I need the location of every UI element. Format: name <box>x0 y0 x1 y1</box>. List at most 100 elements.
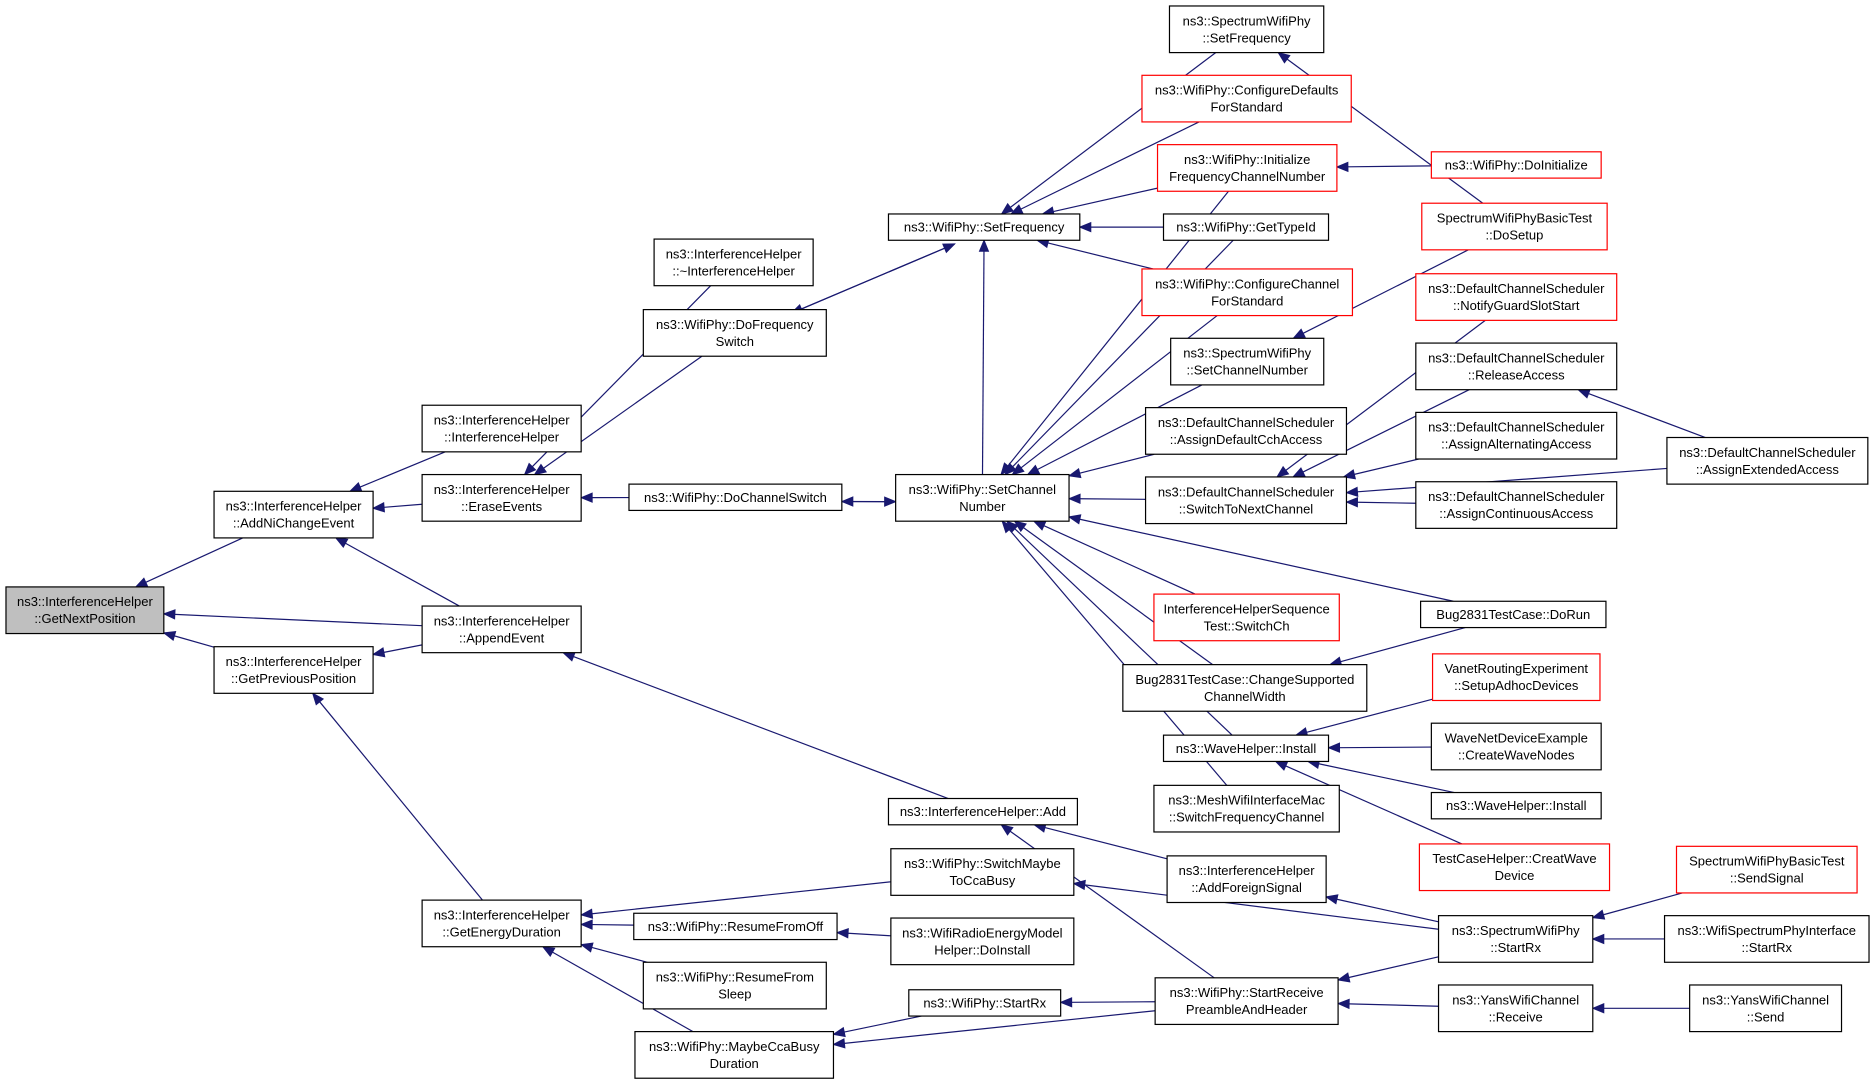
call-edge <box>134 537 243 588</box>
node-label: ns3::WifiPhy::GetTypeId <box>1176 220 1315 235</box>
call-edge <box>1336 998 1439 1010</box>
call-edge <box>1000 52 1217 215</box>
node-label: ::NotifyGuardSlotStart <box>1453 298 1580 313</box>
graph-node-n17[interactable]: ns3::WifiRadioEnergyModelHelper::DoInsta… <box>890 917 1075 966</box>
call-edge <box>1067 514 1454 602</box>
node-label: ns3::WifiPhy::DoFrequency <box>656 317 814 332</box>
call-edge <box>835 928 891 939</box>
graph-node-n7[interactable]: ns3::InterferenceHelper::~InterferenceHe… <box>653 238 814 287</box>
graph-node-n38[interactable]: ns3::DefaultChannelScheduler::AssignCont… <box>1415 481 1618 529</box>
call-edge <box>978 238 990 475</box>
graph-node-n21[interactable]: ns3::WifiPhy::InitializeFrequencyChannel… <box>1156 144 1338 192</box>
node-label: ns3::WifiPhy::DoInitialize <box>1445 157 1588 172</box>
graph-node-n23[interactable]: ns3::WifiPhy::ConfigureChannelForStandar… <box>1141 268 1354 317</box>
arrowhead-icon <box>579 908 594 919</box>
call-edge <box>1067 453 1155 479</box>
graph-node-n14[interactable]: ns3::WifiPhy::SetChannelNumber <box>895 473 1070 522</box>
graph-node-n29[interactable]: ns3::WaveHelper::Install <box>1162 734 1330 763</box>
node-label: ::AddForeignSignal <box>1191 880 1302 895</box>
graph-node-n37[interactable]: ns3::DefaultChannelScheduler::AssignAlte… <box>1415 411 1618 460</box>
graph-node-n5[interactable]: ns3::InterferenceHelper::AppendEvent <box>421 605 582 654</box>
graph-node-n47[interactable]: SpectrumWifiPhyBasicTest::SendSignal <box>1675 845 1858 894</box>
node-box <box>642 961 827 1010</box>
graph-node-n2[interactable]: ns3::InterferenceHelper::GetPreviousPosi… <box>213 646 374 694</box>
node-label: ns3::MeshWifiInterfaceMac <box>1168 793 1325 808</box>
graph-node-n46[interactable]: ns3::DefaultChannelScheduler::AssignExte… <box>1666 436 1869 485</box>
edge-line <box>384 503 423 508</box>
node-label: ns3::WifiPhy::ConfigureChannel <box>1155 276 1339 291</box>
graph-node-n13[interactable]: ns3::WifiPhy::SetFrequency <box>887 213 1081 241</box>
arrowhead-icon <box>523 462 537 476</box>
edge-line <box>801 243 955 310</box>
call-edge <box>1041 187 1158 217</box>
graph-node-n6[interactable]: ns3::InterferenceHelper::GetEnergyDurati… <box>421 899 582 948</box>
graph-node-n19[interactable]: ns3::SpectrumWifiPhy::SetFrequency <box>1168 5 1325 54</box>
graph-node-n3[interactable]: ns3::InterferenceHelper::InterferenceHel… <box>421 404 582 453</box>
node-box <box>887 213 1081 241</box>
graph-node-n40[interactable]: VanetRoutingExperiment::SetupAdhocDevice… <box>1431 653 1601 702</box>
graph-node-n9[interactable]: ns3::WifiPhy::DoChannelSwitch <box>628 483 843 512</box>
graph-node-n1[interactable]: ns3::InterferenceHelper::AddNiChangeEven… <box>213 490 374 539</box>
edge-line <box>552 951 694 1033</box>
call-edge <box>1011 315 1218 476</box>
arrowhead-icon <box>840 496 854 507</box>
graph-node-n44[interactable]: ns3::SpectrumWifiPhy::StartRx <box>1437 915 1594 963</box>
graph-node-n36[interactable]: ns3::DefaultChannelScheduler::ReleaseAcc… <box>1415 342 1618 391</box>
edge-line <box>1079 518 1454 602</box>
node-label: ns3::DefaultChannelScheduler <box>1158 484 1335 499</box>
graph-node-n34[interactable]: SpectrumWifiPhyBasicTest::DoSetup <box>1421 202 1608 251</box>
graph-node-n31[interactable]: ns3::InterferenceHelper::AddForeignSigna… <box>1166 855 1327 904</box>
graph-node-n18[interactable]: ns3::WifiPhy::StartRx <box>908 989 1062 1017</box>
edge-line <box>1354 458 1419 475</box>
graph-node-n49[interactable]: ns3::YansWifiChannel::Send <box>1689 984 1843 1033</box>
graph-node-n25[interactable]: ns3::DefaultChannelScheduler::AssignDefa… <box>1144 407 1348 455</box>
edge-line <box>844 1010 1156 1044</box>
node-box <box>1430 722 1602 771</box>
graph-node-n22[interactable]: ns3::WifiPhy::GetTypeId <box>1162 213 1330 241</box>
call-edge <box>1032 520 1196 595</box>
arrowhead-icon <box>533 463 548 476</box>
arrowhead-icon <box>1026 464 1041 476</box>
graph-node-n42[interactable]: ns3::WaveHelper::Install <box>1430 791 1602 820</box>
node-label: ns3::InterferenceHelper <box>434 413 571 428</box>
graph-node-n0[interactable]: ns3::InterferenceHelper::GetNextPosition <box>5 586 165 635</box>
edge-line <box>543 355 703 469</box>
node-box <box>1437 915 1594 963</box>
graph-node-n26[interactable]: ns3::DefaultChannelScheduler::SwitchToNe… <box>1144 476 1348 525</box>
graph-node-n28[interactable]: Bug2831TestCase::ChangeSupportedChannelW… <box>1122 664 1368 712</box>
call-edge <box>1328 626 1466 667</box>
edge-line <box>981 251 985 475</box>
graph-node-n30[interactable]: ns3::MeshWifiInterfaceMac::SwitchFrequen… <box>1153 784 1340 833</box>
graph-node-n20[interactable]: ns3::WifiPhy::ConfigureDefaultsForStanda… <box>1141 74 1352 123</box>
graph-node-n4[interactable]: ns3::InterferenceHelper::EraseEvents <box>421 473 582 522</box>
graph-node-n33[interactable]: ns3::WifiPhy::DoInitialize <box>1430 151 1602 179</box>
graph-node-n15[interactable]: ns3::InterferenceHelper::Add <box>887 797 1079 826</box>
edge-line <box>1306 698 1433 733</box>
node-label: ::GetEnergyDuration <box>442 924 561 939</box>
arrowhead-icon <box>1032 520 1047 531</box>
graph-node-n48[interactable]: ns3::WifiSpectrumPhyInterface::StartRx <box>1663 915 1870 963</box>
graph-node-n24[interactable]: ns3::SpectrumWifiPhy::SetChannelNumber <box>1170 337 1325 386</box>
edge-line <box>1347 165 1432 168</box>
arrowhead-icon <box>371 647 386 658</box>
graph-node-n32[interactable]: ns3::WifiPhy::StartReceivePreambleAndHea… <box>1154 977 1339 1026</box>
graph-node-n41[interactable]: WaveNetDeviceExample::CreateWaveNodes <box>1430 722 1602 771</box>
graph-node-n39[interactable]: Bug2831TestCase::DoRun <box>1419 600 1607 629</box>
call-edge <box>1274 760 1463 845</box>
arrowhead-icon <box>311 692 325 706</box>
call-edge <box>579 881 891 919</box>
node-label: ::~InterferenceHelper <box>672 263 795 278</box>
arrowhead-icon <box>1000 202 1014 215</box>
call-edge <box>1591 1003 1690 1014</box>
graph-node-n35[interactable]: ns3::DefaultChannelScheduler::NotifyGuar… <box>1415 273 1618 321</box>
graph-node-n10[interactable]: ns3::WifiPhy::ResumeFromOff <box>633 912 838 941</box>
call-edge <box>1013 520 1213 666</box>
graph-node-n45[interactable]: ns3::YansWifiChannel::Receive <box>1437 984 1594 1033</box>
